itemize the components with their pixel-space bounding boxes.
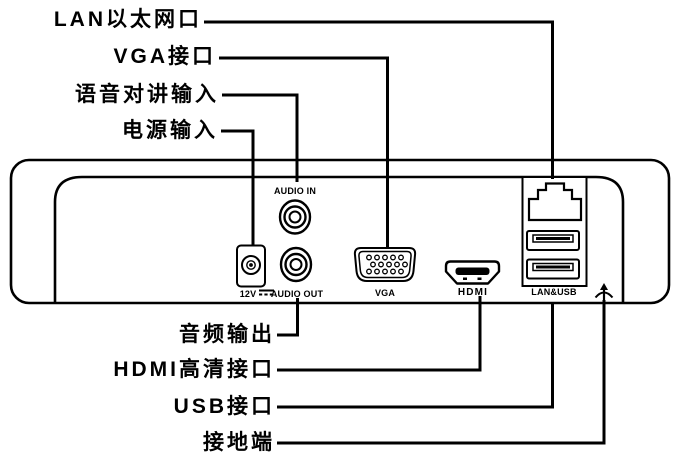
audio-out-port: [279, 246, 313, 283]
device-inner-outline: [53, 175, 625, 302]
port-label-hdmi: HDMI: [457, 287, 489, 298]
port-label-audio-out: AUDIO OUT: [270, 289, 324, 299]
callout-label-hdmi: HDMI高清接口: [113, 358, 275, 381]
usb-port-1: [526, 230, 580, 251]
device-outer-outline: [9, 158, 671, 305]
usb-port-2: [526, 258, 580, 280]
port-label-audio-in: AUDIO IN: [273, 186, 317, 196]
leader-line-hdmi: [277, 296, 482, 372]
vga-port: [353, 247, 417, 282]
rj45-port: [527, 182, 583, 222]
power-jack: [236, 244, 266, 288]
callout-label-audio-in: 语音对讲输入: [75, 83, 219, 106]
leader-line-vga: [219, 56, 389, 247]
hdmi-port: [444, 260, 501, 285]
callout-label-usb: USB接口: [173, 395, 275, 418]
leader-line-lan: [204, 20, 554, 179]
callout-label-audio-out: 音频输出: [179, 323, 275, 346]
leader-line-power: [221, 129, 255, 245]
audio-in-port: [278, 199, 312, 235]
callout-label-lan: LAN以太网口: [53, 8, 202, 31]
callout-label-power: 电源输入: [122, 119, 218, 142]
leader-line-usb: [277, 302, 554, 409]
port-label-vga: VGA: [374, 288, 396, 298]
leader-line-audio-in: [222, 93, 299, 182]
callout-label-ground: 接地端: [203, 431, 275, 454]
leader-line-ground: [277, 300, 606, 445]
port-label-power: 12V: [239, 289, 257, 299]
port-label-lan-usb: LAN&USB: [531, 287, 577, 297]
dc-voltage-icon: [259, 289, 274, 296]
leader-line-audio-out: [277, 298, 299, 337]
callout-label-vga: VGA接口: [113, 45, 216, 68]
